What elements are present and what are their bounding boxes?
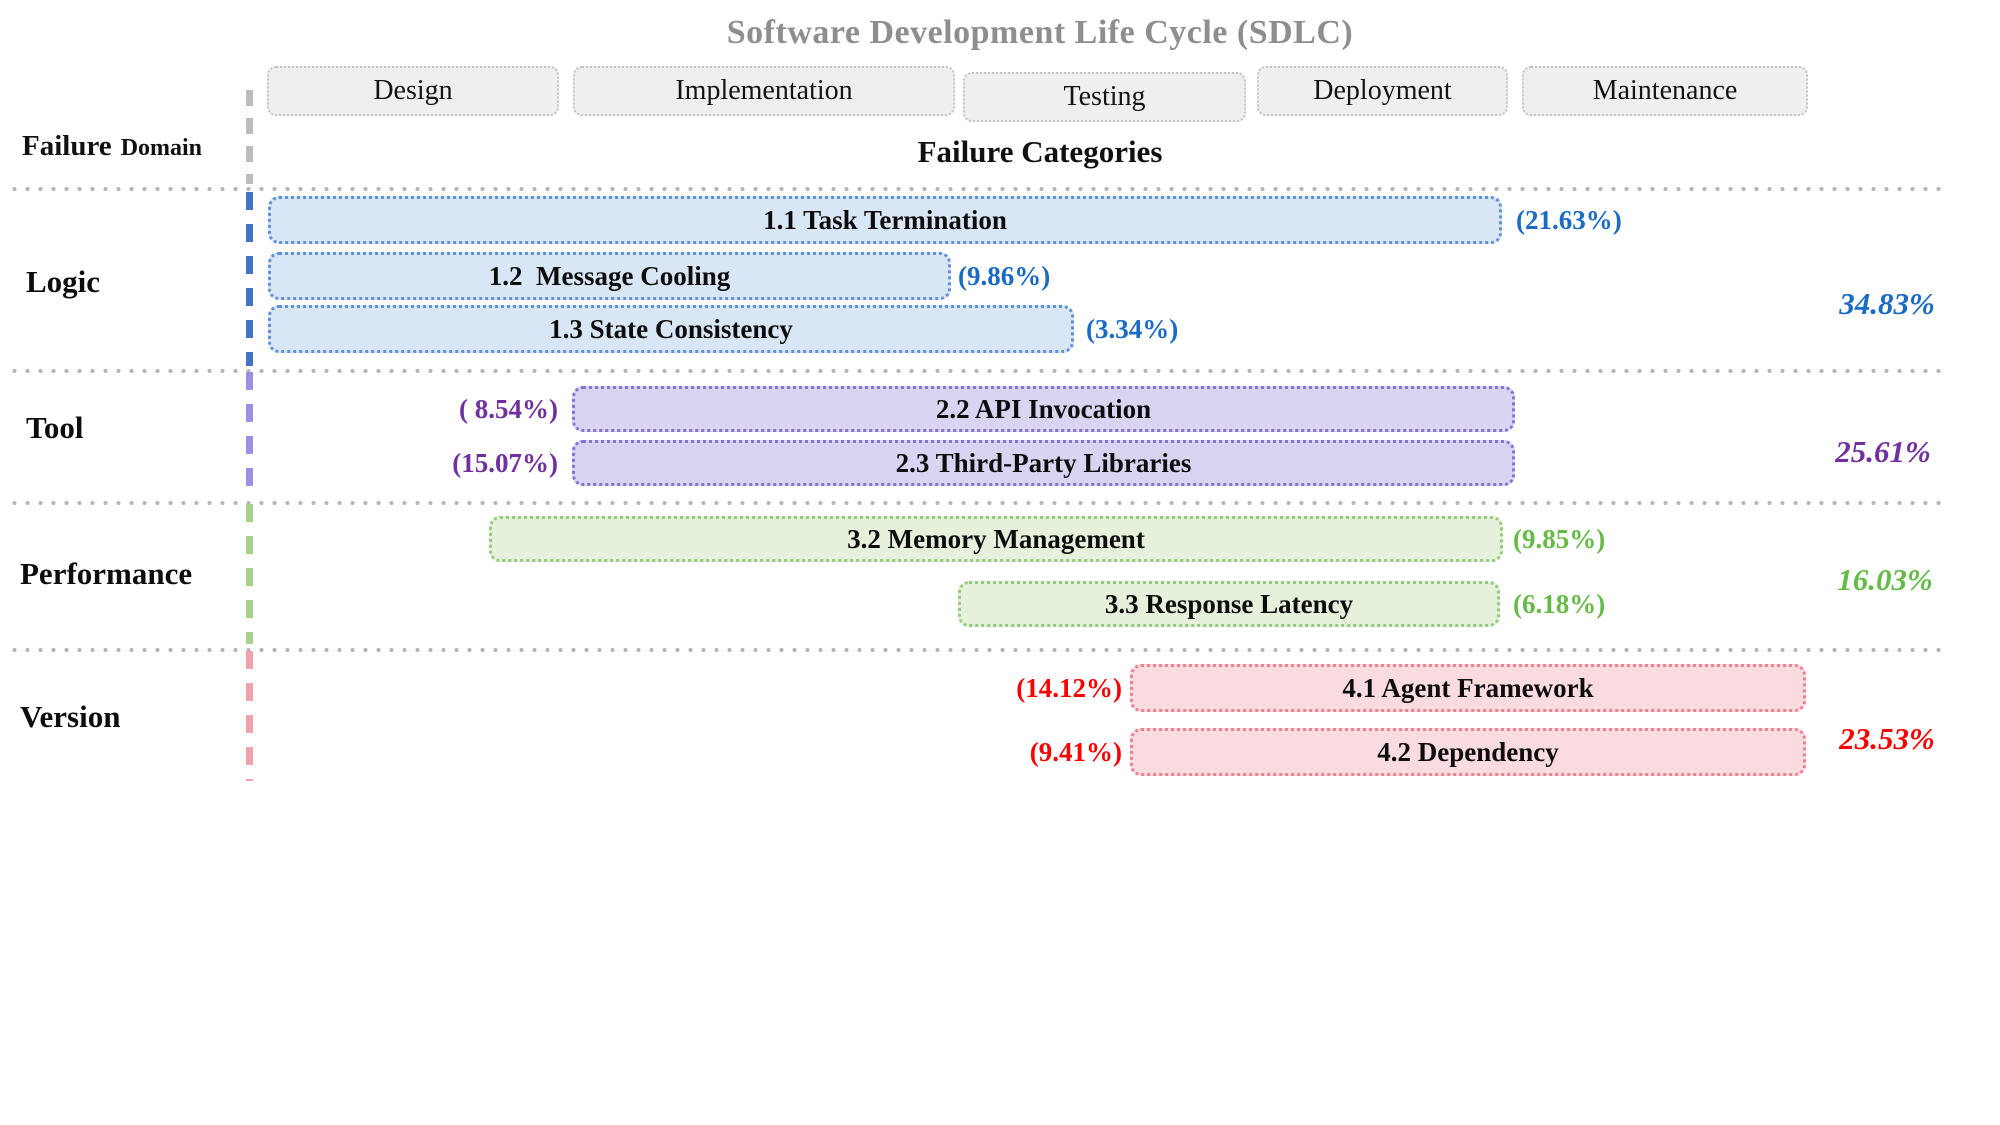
- phase-box-implementation: Implementation: [573, 66, 955, 116]
- bar-agent-framework: 4.1 Agent Framework: [1130, 664, 1806, 712]
- bar-label-message-cooling: 1.2 Message Cooling: [488, 260, 731, 291]
- divider-tool-performance: [8, 500, 1948, 506]
- domain-axis-version: [246, 651, 253, 781]
- pct-message-cooling: (9.86%): [958, 260, 1051, 291]
- failure-domain-word1: Failure: [22, 130, 112, 162]
- phase-label-deployment: Deployment: [1313, 75, 1452, 106]
- pct-state-consistency: (3.34%): [1086, 313, 1179, 344]
- bar-label-dependency: 4.2 Dependency: [1377, 736, 1559, 767]
- bar-label-memory-management: 3.2 Memory Management: [847, 523, 1145, 554]
- divider-header: [8, 186, 1948, 192]
- bar-message-cooling: 1.2 Message Cooling: [268, 252, 951, 300]
- bar-response-latency: 3.3 Response Latency: [958, 581, 1500, 627]
- bar-label-agent-framework: 4.1 Agent Framework: [1342, 672, 1594, 703]
- pct-response-latency: (6.18%): [1513, 588, 1606, 619]
- bar-state-consistency: 1.3 State Consistency: [268, 305, 1074, 353]
- phase-label-testing: Testing: [1063, 81, 1146, 112]
- failure-domain-label: Failure Domain: [22, 130, 202, 172]
- failure-domain-word2: Domain: [120, 135, 203, 161]
- divider-performance-version: [8, 647, 1948, 653]
- bar-memory-management: 3.2 Memory Management: [489, 516, 1503, 562]
- divider-logic-tool: [8, 368, 1948, 374]
- pct-api-invocation: ( 8.54%): [459, 393, 558, 424]
- phase-box-deployment: Deployment: [1257, 66, 1508, 116]
- pct-dependency: (9.41%): [1029, 736, 1122, 767]
- section-label-logic: Logic: [26, 264, 101, 299]
- domain-axis-tool: [246, 372, 253, 498]
- bar-third-party-libraries: 2.3 Third-Party Libraries: [572, 440, 1515, 486]
- bar-label-response-latency: 3.3 Response Latency: [1104, 588, 1354, 619]
- bar-label-state-consistency: 1.3 State Consistency: [549, 313, 793, 344]
- pct-third-party-libraries: (15.07%): [452, 447, 558, 478]
- phase-label-implementation: Implementation: [675, 75, 853, 106]
- section-label-performance: Performance: [20, 556, 193, 591]
- total-performance: 16.03%: [1837, 562, 1933, 597]
- pct-memory-management: (9.85%): [1513, 523, 1606, 554]
- phase-label-design: Design: [373, 75, 453, 106]
- domain-axis-performance: [246, 504, 253, 644]
- domain-axis-header: [246, 90, 253, 184]
- pct-agent-framework: (14.12%): [1016, 672, 1122, 703]
- total-version: 23.53%: [1839, 721, 1935, 756]
- domain-axis-logic: [246, 192, 253, 366]
- bar-dependency: 4.2 Dependency: [1130, 728, 1806, 776]
- bar-api-invocation: 2.2 API Invocation: [572, 386, 1515, 432]
- total-logic: 34.83%: [1839, 286, 1935, 321]
- bar-label-api-invocation: 2.2 API Invocation: [935, 393, 1152, 424]
- bar-task-termination: 1.1 Task Termination: [268, 196, 1502, 244]
- bar-label-task-termination: 1.1 Task Termination: [763, 204, 1007, 235]
- section-label-tool: Tool: [26, 410, 84, 445]
- bar-label-third-party-libraries: 2.3 Third-Party Libraries: [895, 447, 1192, 478]
- total-tool: 25.61%: [1835, 434, 1931, 469]
- diagram-title: Software Development Life Cycle (SDLC): [726, 14, 1354, 51]
- phase-box-maintenance: Maintenance: [1522, 66, 1808, 116]
- failure-categories-label: Failure Categories: [917, 134, 1163, 169]
- phase-box-testing: Testing: [963, 72, 1246, 122]
- phase-box-design: Design: [267, 66, 559, 116]
- pct-task-termination: (21.63%): [1516, 204, 1622, 235]
- section-label-version: Version: [20, 699, 121, 734]
- phase-label-maintenance: Maintenance: [1592, 75, 1738, 106]
